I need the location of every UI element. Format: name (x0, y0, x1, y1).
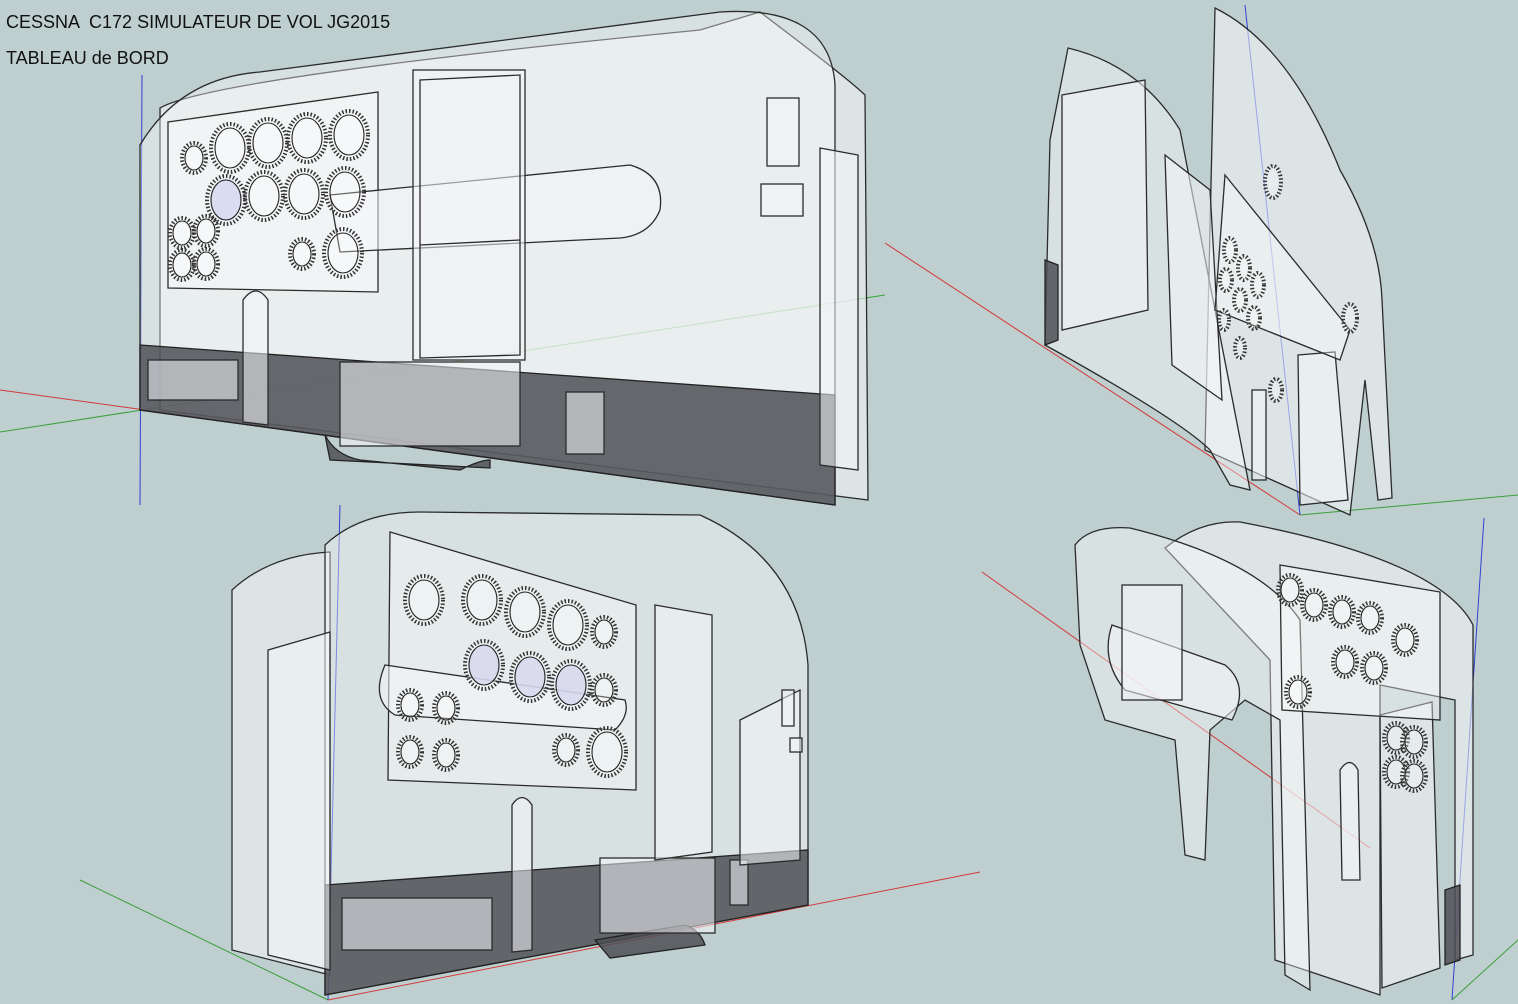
view-front-left (0, 10, 886, 506)
left-window (147, 359, 239, 401)
gauge (1400, 759, 1428, 793)
left-window (341, 897, 493, 951)
gauge (403, 574, 445, 626)
gauge (396, 735, 424, 769)
right-window-2 (789, 737, 803, 753)
view-top-right (884, 4, 1518, 516)
gauge (1300, 588, 1328, 622)
right-window-2 (760, 183, 804, 217)
gauge (192, 247, 220, 281)
gauge (1391, 623, 1419, 657)
instrument-plate (1214, 173, 1351, 361)
lower-slot (729, 859, 749, 906)
gauge (432, 738, 460, 772)
gauge (509, 651, 551, 703)
front-board (1204, 6, 1393, 516)
right-window-1 (781, 689, 795, 727)
gauge (168, 216, 196, 250)
pedal-cutout (324, 434, 491, 471)
gauge (1360, 651, 1388, 685)
drawing-subtitle: TABLEAU de BORD (6, 48, 169, 68)
radio-frame (1164, 153, 1223, 402)
gauge (1276, 573, 1304, 607)
gauge (463, 639, 505, 691)
lower-slot (1251, 389, 1267, 481)
gauge (586, 726, 628, 778)
bottom-strip (1044, 259, 1059, 346)
gauge (288, 237, 316, 271)
gauge (324, 166, 366, 218)
gauge (1284, 675, 1312, 709)
gauge (209, 122, 251, 174)
gauge (590, 615, 618, 649)
gauge (205, 174, 247, 226)
arch-slot (511, 796, 533, 953)
gauge (432, 691, 460, 725)
gauge (1328, 595, 1356, 629)
gauge (1356, 601, 1384, 635)
radio-frame (1121, 584, 1183, 701)
axis-red (884, 242, 1301, 516)
side-block (819, 147, 859, 471)
lower-box (599, 857, 716, 934)
gauge (550, 659, 592, 711)
lower-box (339, 361, 521, 447)
gauge (547, 599, 589, 651)
arch-slot (242, 290, 269, 426)
axis-green (1299, 494, 1518, 516)
gauge (1331, 645, 1359, 679)
lower-slot (565, 391, 605, 455)
gauge (322, 227, 364, 279)
gauge (283, 168, 325, 220)
drawing-title: CESSNA C172 SIMULATEUR DE VOL JG2015 (6, 12, 391, 32)
axis-green (1451, 939, 1518, 1001)
side-frame (1061, 79, 1149, 331)
gauge (396, 688, 424, 722)
gauge (1400, 725, 1428, 759)
right-window-1 (766, 97, 800, 167)
gauge (247, 117, 289, 169)
view-front-right (79, 504, 981, 1001)
gauge (461, 574, 503, 626)
gauge (168, 248, 196, 282)
axis-blue (139, 74, 143, 506)
gauge (286, 112, 328, 164)
gauge (192, 214, 220, 248)
arch-slot (1339, 761, 1361, 881)
gauge (552, 733, 580, 767)
gauge (328, 109, 370, 161)
gauge (180, 141, 208, 175)
axis-green (79, 879, 329, 1001)
left-frame (267, 631, 331, 971)
gauge (590, 673, 618, 707)
gauge (504, 586, 546, 638)
gauge (243, 170, 285, 222)
radio-frame (654, 604, 713, 861)
side-block (739, 688, 801, 866)
bottom-strip (1444, 884, 1461, 966)
radio-frame (412, 69, 526, 361)
view-rear-right (981, 517, 1518, 1001)
